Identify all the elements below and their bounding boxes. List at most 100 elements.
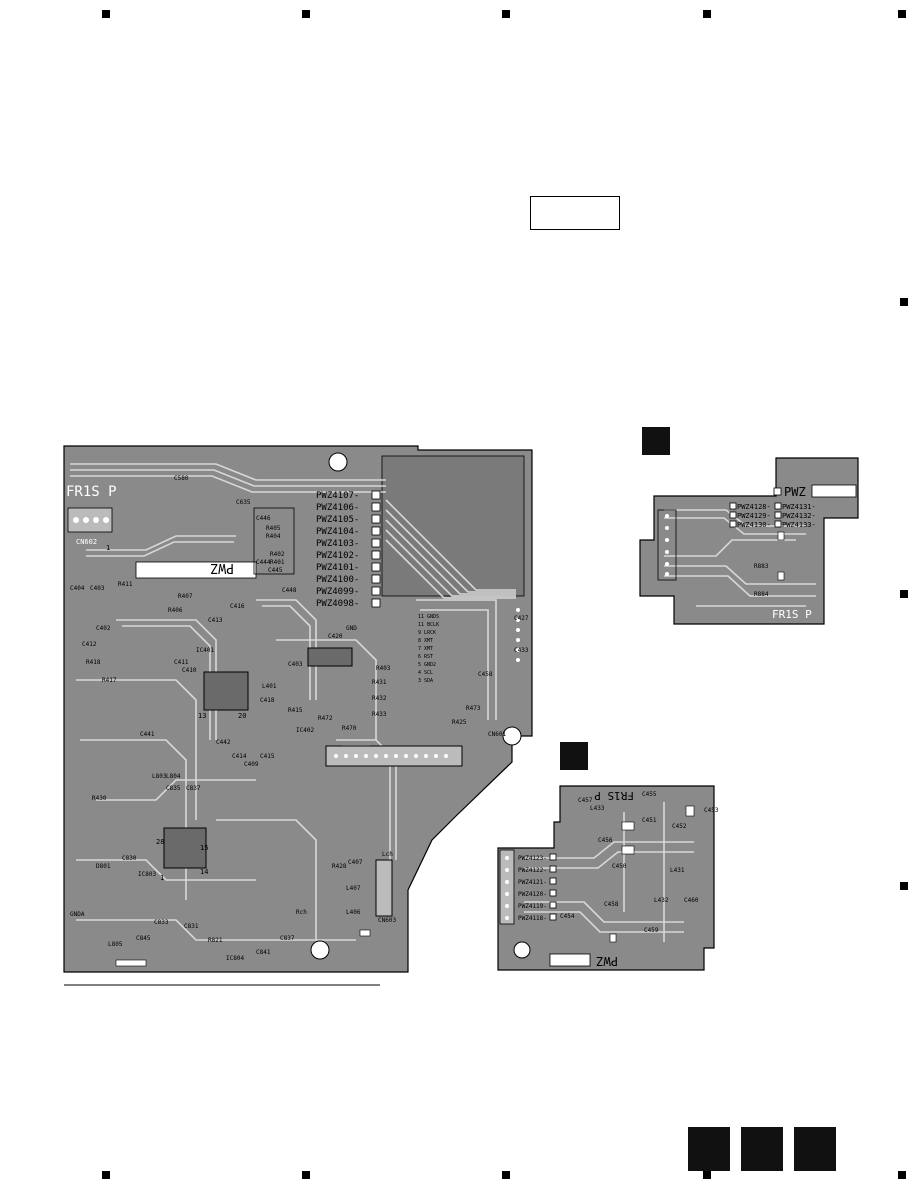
board-b-pwz-label: PWZ <box>596 954 618 968</box>
ic803-package <box>163 827 207 869</box>
main-pwz-squares <box>371 490 381 608</box>
part-c413: C413 <box>208 617 223 624</box>
pwz-code-2: PWZ4105- <box>316 515 359 525</box>
board-b-c452: C452 <box>672 823 687 830</box>
part-c580: C580 <box>174 475 189 482</box>
part-r428: R428 <box>332 863 347 870</box>
board-a-connector <box>657 509 677 581</box>
board-b-name: FR1S P <box>594 789 634 802</box>
part-l406: L406 <box>346 909 361 916</box>
part-r470: R470 <box>342 725 357 732</box>
board-a-r883: R883 <box>754 563 769 570</box>
part-r821: R821 <box>208 937 223 944</box>
reg-mark-right-3 <box>900 882 908 890</box>
board-b-mount-hole <box>513 941 531 959</box>
reg-mark-top-4 <box>703 10 711 18</box>
part-c420: C420 <box>328 633 343 640</box>
part-c635: C635 <box>236 499 251 506</box>
board-a-code-5: PWZ4133- <box>782 521 816 529</box>
main-board-name: FR1S P <box>66 484 117 500</box>
section-tab-b-marker <box>560 742 588 770</box>
board-b-c457: C457 <box>578 797 593 804</box>
board-b-code-4: PWZ4119- <box>518 903 547 910</box>
part-c445: C445 <box>268 567 283 574</box>
signal-1: 11 BCLK <box>418 622 439 628</box>
part-cn603: CN603 <box>378 917 396 924</box>
page-index-tab-3 <box>794 1127 836 1171</box>
part-gnda: GNDA <box>70 911 85 918</box>
part-r403: R403 <box>376 665 391 672</box>
part-c427: C427 <box>514 615 529 622</box>
board-a-code-4: PWZ4132- <box>782 512 816 520</box>
mount-hole-1 <box>328 452 348 472</box>
main-bottom-mark <box>359 929 371 937</box>
pwz-code-5: PWZ4102- <box>316 551 359 561</box>
board-b-c455: C455 <box>642 791 657 798</box>
part-c833: C833 <box>154 919 169 926</box>
signal-2: 9 LRCK <box>418 630 436 636</box>
reg-mark-bottom-5 <box>898 1171 906 1179</box>
board-a-code-0: PWZ4128- <box>737 503 771 511</box>
part-c412: C412 <box>82 641 97 648</box>
pin-1: 1 <box>106 544 110 552</box>
board-b-traces <box>524 802 694 942</box>
part-l803: L803 <box>152 773 167 780</box>
pwz-code-8: PWZ4099- <box>316 587 359 597</box>
board-b-c453: C453 <box>704 807 719 814</box>
pwz-code-7: PWZ4100- <box>316 575 359 585</box>
part-c418: C418 <box>260 697 275 704</box>
board-b-code-0: PWZ4123- <box>518 855 547 862</box>
part-c837b: C837 <box>280 935 295 942</box>
signal-8: 3 SDA <box>418 678 433 684</box>
part-r418: R418 <box>86 659 101 666</box>
board-b-code-5: PWZ4118- <box>518 915 547 922</box>
part-ic804: IC804 <box>226 955 244 962</box>
part-r432: R432 <box>372 695 387 702</box>
main-pwz-label: PWZ <box>210 560 234 575</box>
part-c830: C830 <box>122 855 137 862</box>
board-a-pwz-label: PWZ <box>784 485 806 499</box>
part-c841: C841 <box>256 949 271 956</box>
pin-14: 14 <box>200 868 208 876</box>
board-b-code-3: PWZ4120- <box>518 891 547 898</box>
board-a-codes: PWZ4128- PWZ4129- PWZ4130- PWZ4131- PWZ4… <box>737 503 816 529</box>
part-r404: R404 <box>266 533 281 540</box>
board-b-pad-3 <box>685 805 695 817</box>
part-d801: D801 <box>96 863 111 870</box>
part-r433: R433 <box>372 711 387 718</box>
main-bottom-label-box <box>115 959 147 967</box>
pwz-code-1: PWZ4106- <box>316 503 359 513</box>
board-b-outline <box>497 785 715 971</box>
signal-0: 11 GNDS <box>418 614 439 620</box>
main-pwz-box <box>135 561 257 579</box>
cn601-edge-pads <box>516 608 520 662</box>
board-b-pad-4 <box>609 933 617 943</box>
part-c446: C446 <box>256 515 271 522</box>
board-a-r884: R884 <box>754 591 769 598</box>
part-c404: C404 <box>70 585 85 592</box>
part-c442: C442 <box>216 739 231 746</box>
part-r417: R417 <box>102 677 117 684</box>
board-a-pwz-box <box>811 484 857 498</box>
signal-3: 8 XMT <box>418 638 433 644</box>
pwz-code-4: PWZ4103- <box>316 539 359 549</box>
board-b-code-squares <box>549 853 557 921</box>
part-r472: R472 <box>318 715 333 722</box>
mount-hole-2 <box>502 726 522 746</box>
board-b-code-2: PWZ4121- <box>518 879 547 886</box>
board-a-pwz-square <box>773 487 782 496</box>
reg-mark-bottom-2 <box>302 1171 310 1179</box>
reg-mark-top-3 <box>502 10 510 18</box>
main-pcb-board: FR1S P PWZ CN602 PWZ4107- PWZ4106- PWZ41… <box>63 445 533 986</box>
pin-20: 20 <box>238 712 246 720</box>
main-board-trace-panel <box>381 455 525 597</box>
signal-6: 5 GND2 <box>418 662 436 668</box>
signal-7: 4 SCL <box>418 670 433 676</box>
main-pwz-codes: PWZ4107- PWZ4106- PWZ4105- PWZ4104- PWZ4… <box>316 491 359 609</box>
reg-mark-top-1 <box>102 10 110 18</box>
board-a-connector-pins <box>665 514 669 576</box>
board-b-c458: C458 <box>604 901 619 908</box>
board-b-c459: C459 <box>644 927 659 934</box>
pin-28: 28 <box>156 838 164 846</box>
pcb-board-b: FR1S P PWZ PWZ4123- PWZ4122- PWZ4121- PW… <box>497 785 719 971</box>
